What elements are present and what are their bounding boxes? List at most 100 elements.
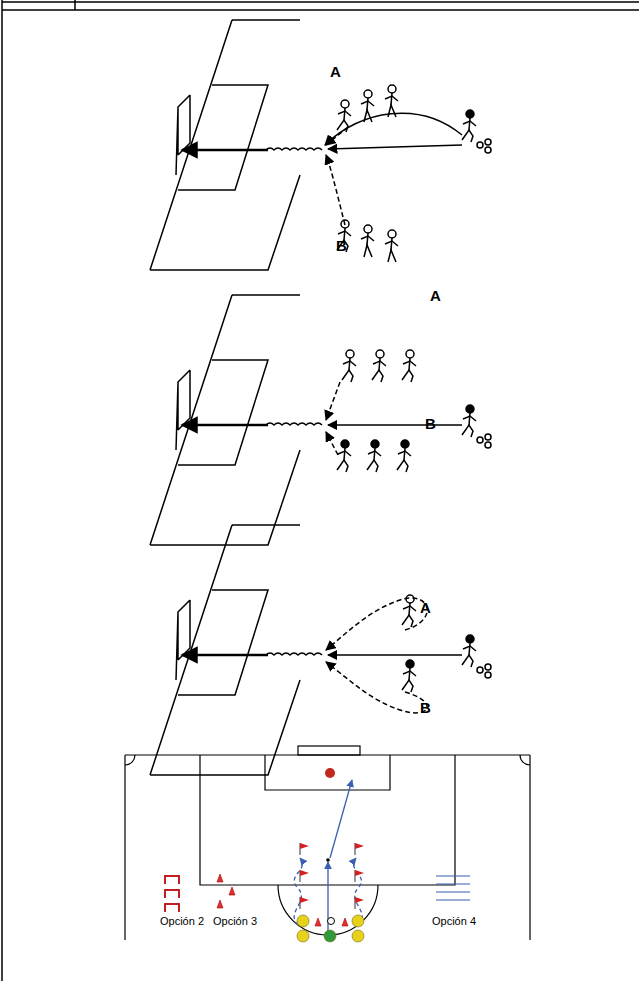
stroke [463,646,476,651]
stroke [391,93,392,105]
player-token [297,915,309,927]
stroke [406,350,414,358]
group-letter: B [425,416,436,431]
stroke [355,870,364,876]
stroke [402,370,413,382]
stroke [300,897,309,903]
goal [176,600,190,680]
group-letter: A [420,600,431,615]
stroke [391,238,392,250]
player-figure [337,220,351,252]
stroke [388,85,396,93]
stroke [361,236,374,241]
ladder-rung [436,884,470,885]
stroke [397,460,408,472]
stroke [376,350,384,358]
ball [485,147,491,153]
goal [176,95,190,175]
stroke [388,105,396,117]
player-figure [462,405,476,437]
stroke [403,606,416,611]
flag-marker [300,843,309,855]
stroke [373,361,386,366]
run-line [326,598,427,650]
player-figure [402,660,416,692]
stroke [338,231,351,236]
ball [485,442,491,448]
shot-arrow [182,654,268,657]
stroke [367,460,378,472]
ladder-rung [436,876,470,877]
goal [176,370,190,450]
pass-line [328,654,462,656]
stroke [409,603,410,615]
cone [229,887,235,895]
ball [477,437,483,443]
stroke [355,843,364,849]
stroke [406,660,414,668]
stroke [341,100,349,108]
stroke [404,448,405,460]
penalty-area [178,85,268,190]
pass-line [328,145,462,149]
shot-arrow [182,149,268,152]
cone [217,874,223,882]
stroke [346,350,354,358]
group-letter: A [430,288,441,303]
shot-arrow [182,424,268,427]
group-letter: A [330,64,341,79]
stroke [371,440,379,448]
flag-marker [355,870,364,882]
flag-marker [355,843,364,855]
stroke [338,451,351,456]
stroke [367,98,368,110]
player-figure [385,85,398,117]
player-figure [361,225,374,257]
stroke [466,110,474,118]
pass-line [325,113,462,145]
stroke [388,230,396,238]
stroke [372,370,383,382]
ball [485,664,491,670]
stroke [462,655,473,667]
penalty-area [178,360,268,465]
flag-marker [300,870,309,882]
player-token [352,930,364,942]
stroke [385,96,398,101]
player-figure [462,635,476,667]
player-figure [342,350,356,382]
stroke [338,111,351,116]
stroke [462,425,473,437]
player-figure [402,350,416,382]
stroke [342,370,353,382]
stroke [462,130,473,142]
stroke [403,671,416,676]
pitch-outline [150,525,300,775]
run-line [326,432,338,455]
hurdle [165,876,179,884]
player-figure [397,440,411,472]
option-label: Opción 3 [213,916,257,927]
group-letter: B [336,238,347,253]
stroke [361,101,374,106]
cone [315,918,321,926]
player-figure [367,440,381,472]
stroke [469,643,470,655]
penalty-area [178,590,268,695]
stroke [379,358,380,370]
stroke [349,358,350,370]
stroke [466,635,474,643]
stroke [374,448,375,460]
ladder-rung [436,900,470,901]
ball [328,918,335,925]
stroke [469,118,470,130]
flag-marker [355,897,364,909]
ball [477,667,483,673]
stroke [401,440,409,448]
stroke [341,440,349,448]
player-figure [402,595,416,627]
player-token [352,915,364,927]
dribble-line [266,653,322,655]
hurdle [165,904,179,912]
